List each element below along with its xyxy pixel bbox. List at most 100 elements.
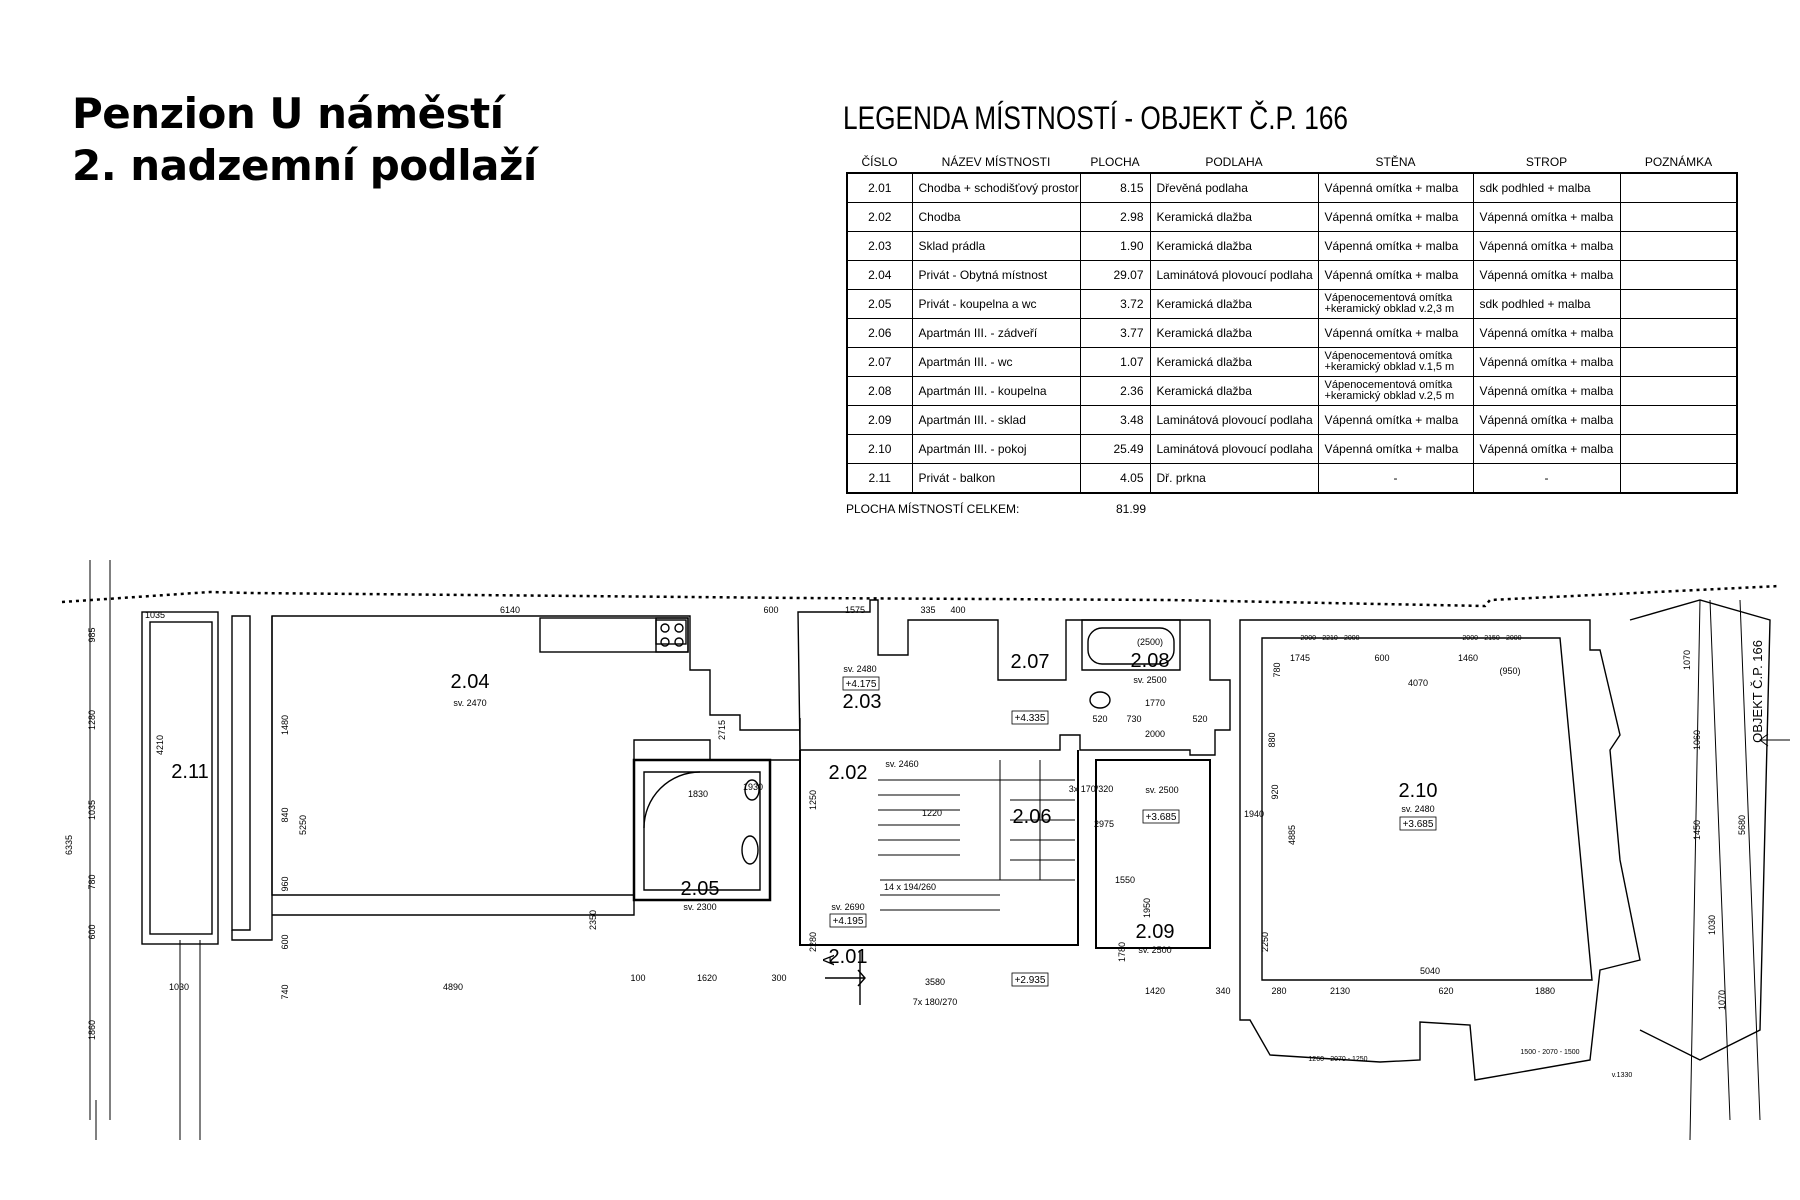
room-number-cell: 2.11 [846,463,913,494]
dimension-label: 5680 [1737,815,1747,835]
dimension-label: 2000 - 2150 - 2000 [1462,635,1521,642]
room-clearance: sv. 2500 [1133,675,1166,685]
ceiling-cell: Vápenná omítka + malba [1472,434,1621,464]
neighbor-building-label: OBJEKT Č.P. 166 [1750,640,1765,743]
level-value: +4.335 [1015,713,1046,724]
ceiling-cell: Vápenná omítka + malba [1472,231,1621,261]
dimension-label: 2250 [1260,932,1270,952]
dimension-label: 1450 [1692,820,1702,840]
wall-base [231,915,273,941]
column-header: NÁZEV MÍSTNOSTI [941,155,1051,169]
floor-cell: Keramická dlažba [1149,289,1319,319]
dimension-label: 1950 [1142,898,1152,918]
room-name-cell: Apartmán III. - sklad [911,405,1081,435]
dimension-label: 4210 [155,735,165,755]
dimension-label: 985 [87,627,97,642]
wall-cell: Vápenná omítka + malba [1317,260,1474,290]
room-number: 2.07 [1011,651,1050,673]
room-number-cell: 2.04 [846,260,913,290]
room-number-cell: 2.06 [846,318,913,348]
title-line-2: 2. nadzemní podlaží [72,141,537,190]
note-cell [1619,405,1738,435]
wall-bottom-2-04 [271,616,635,916]
dimension-label: 1420 [1145,986,1165,996]
room-number-cell: 2.09 [846,405,913,435]
floor-cell: Laminátová plovoucí podlaha [1149,434,1319,464]
wall-cell: Vápenná omítka + malba [1317,318,1474,348]
dimension-label: 1070 [1717,990,1727,1010]
dimension-label: 300 [771,973,786,983]
page-title: Penzion U náměstí 2. nadzemní podlaží [72,88,537,192]
room-number: 2.06 [1013,806,1052,828]
legend-header-row: ČÍSLO NÁZEV MÍSTNOSTI PLOCHA PODLAHA STĚ… [847,152,1737,173]
wall-cell: Vápenocementová omítka+keramický obklad … [1317,376,1474,406]
room-number: 2.03 [843,691,882,713]
ceiling-cell: Vápenná omítka + malba [1472,347,1621,377]
room-area-cell: 29.07 [1079,260,1151,290]
column-header: STROP [1525,155,1568,169]
note-cell [1619,434,1738,464]
room-name-cell: Apartmán III. - wc [911,347,1081,377]
dimension-label: 335 [920,605,935,615]
note-cell [1619,231,1738,261]
note-cell [1619,260,1738,290]
room-area-cell: 3.72 [1079,289,1151,319]
room-clearance: sv. 2500 [1145,785,1178,795]
level-box [1011,972,1049,987]
note-cell [1619,376,1738,406]
dimension-label: 2280 [808,932,818,952]
dimension-label: 2350 [588,910,598,930]
stair-label: 14 x 194/260 [884,882,936,892]
column-header: STĚNA [1375,155,1416,169]
note-cell [1619,202,1738,232]
dimension-label: (950) [1499,666,1520,676]
ceiling-cell: Vápenná omítka + malba [1472,260,1621,290]
level-value: +4.175 [846,679,877,690]
room-number: 2.05 [681,878,720,900]
dimension-label: 520 [1192,714,1207,724]
dimension-label: 2975 [1094,819,1114,829]
wall-cell-line: +keramický obklad v.2,5 m [1324,390,1455,402]
level-value: +3.685 [1146,812,1177,823]
floor-cell: Laminátová plovoucí podlaha [1149,260,1319,290]
dimension-label: 5040 [1420,966,1440,976]
stair-labels: 14 x 194/260 7x 180/270 3x 170/320 [884,784,1113,1007]
wall-cell: Vápenná omítka + malba [1317,202,1474,232]
room-labels: 2.04 sv. 2470 2.11 sv. 2480 2.03 2.07 2.… [171,650,1437,968]
dimension-label: 1880 [1535,986,1555,996]
wall-cell: Vápenná omítka + malba [1317,405,1474,435]
room-number: 2.01 [829,946,868,968]
wall-left-2-04 [231,615,251,931]
room-clearance: sv. 2480 [1401,804,1434,814]
toilet-icon [741,835,759,865]
room-number: 2.11 [171,761,208,783]
room-area-cell: 25.49 [1079,434,1151,464]
wall-cell-line: Vápenocementová omítka [1324,350,1453,362]
stairwell-walls [799,750,1079,946]
level-value: +3.685 [1403,819,1434,830]
room-name-cell: Privát - balkon [911,463,1081,494]
wall-cell-line: Vápenocementová omítka [1324,379,1453,391]
dimension-label: 4885 [1287,825,1297,845]
ceiling-cell: - [1472,463,1621,494]
room-name-cell: Apartmán III. - pokoj [911,434,1081,464]
room-legend-table: ČÍSLO NÁZEV MÍSTNOSTI PLOCHA PODLAHA STĚ… [846,152,1738,494]
room-area-cell: 3.77 [1079,318,1151,348]
dimension-label: 3580 [925,977,945,987]
wall-cell: Vápenná omítka + malba [1317,172,1474,203]
central-apartment-walls [797,599,1231,756]
note-cell [1619,172,1738,203]
ceiling-cell: sdk podhled + malba [1472,289,1621,319]
room-name-cell: Privát - koupelna a wc [911,289,1081,319]
room-2-10-walls [1239,619,1641,1081]
dimension-label: 100 [630,973,645,983]
neighbor-boundary-lines [1689,599,1761,1141]
room-number: 2.10 [1399,780,1438,802]
room-name-cell: Chodba [911,202,1081,232]
kitchen-counter [539,617,689,653]
dimension-label: 840 [280,807,290,822]
